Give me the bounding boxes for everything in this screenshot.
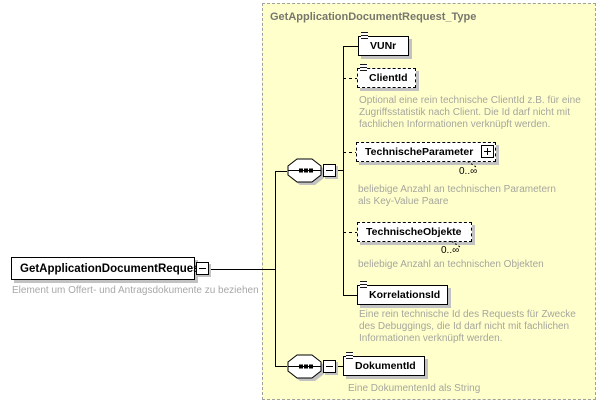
connector-line <box>275 171 276 367</box>
sequence-connector-icon[interactable] <box>287 158 325 186</box>
element-label: VUNr <box>370 40 397 52</box>
sequence-collapse-toggle[interactable] <box>323 360 336 373</box>
connector-line <box>343 46 344 295</box>
element-box-dokumentid[interactable]: DokumentId <box>343 352 425 376</box>
connector-line <box>343 295 357 296</box>
connector-line-optional <box>343 232 357 233</box>
plus-icon <box>484 148 491 155</box>
element-box-korrelationsid[interactable]: KorrelationsId <box>357 281 448 305</box>
connector-line <box>210 269 275 270</box>
element-label: TechnischeParameter <box>365 146 474 158</box>
element-label: TechnischeObjekte <box>366 226 462 238</box>
connector-line <box>336 366 343 367</box>
connector-line <box>275 171 287 172</box>
element-description: Eine rein technische Id des Requests für… <box>359 309 576 344</box>
occurrence-label: 0..∞ <box>459 166 478 177</box>
element-box-technischeparameter[interactable]: TechnischeParameter <box>356 142 496 162</box>
element-box-vunr[interactable]: VUNr <box>358 32 409 56</box>
occurrence-label: 0..∞ <box>441 245 460 256</box>
element-label: KorrelationsId <box>369 289 441 301</box>
root-element-description: Element um Offert- und Antragsdokumente … <box>12 285 259 296</box>
type-title: GetApplicationDocumentRequest_Type <box>270 11 477 23</box>
element-box-clientid[interactable]: ClientId <box>357 64 416 88</box>
type-container-box: GetApplicationDocumentRequest_Type <box>262 3 596 400</box>
element-description: beliebige Anzahl an technischen Paramete… <box>358 184 556 207</box>
connector-line-optional <box>343 78 357 79</box>
annotation-icon <box>360 281 367 289</box>
annotation-icon <box>361 32 368 40</box>
sequence-collapse-toggle[interactable] <box>323 164 336 177</box>
annotation-icon <box>346 352 353 360</box>
minus-icon <box>326 366 333 367</box>
minus-icon <box>199 268 206 269</box>
element-expand-toggle[interactable] <box>481 145 494 158</box>
element-description: Optional eine rein technische ClientId z… <box>359 95 581 130</box>
element-label: DokumentId <box>355 360 416 372</box>
minus-icon <box>326 170 333 171</box>
connector-line <box>343 46 358 47</box>
root-collapse-toggle[interactable] <box>196 262 209 275</box>
connector-line-optional <box>343 152 356 153</box>
root-element-box[interactable]: GetApplicationDocumentRequest <box>11 257 203 280</box>
sequence-connector-icon[interactable] <box>287 354 325 382</box>
element-description: Eine DokumentenId als String <box>348 383 481 394</box>
annotation-icon <box>360 64 367 72</box>
element-box-technischeobjekte[interactable]: TechnischeObjekte <box>357 222 472 242</box>
element-description: beliebige Anzahl an technischen Objekten <box>358 259 544 270</box>
connector-line <box>275 366 287 367</box>
connector-line <box>336 170 343 171</box>
root-element-label: GetApplicationDocumentRequest <box>20 262 204 275</box>
element-label: ClientId <box>369 72 408 84</box>
